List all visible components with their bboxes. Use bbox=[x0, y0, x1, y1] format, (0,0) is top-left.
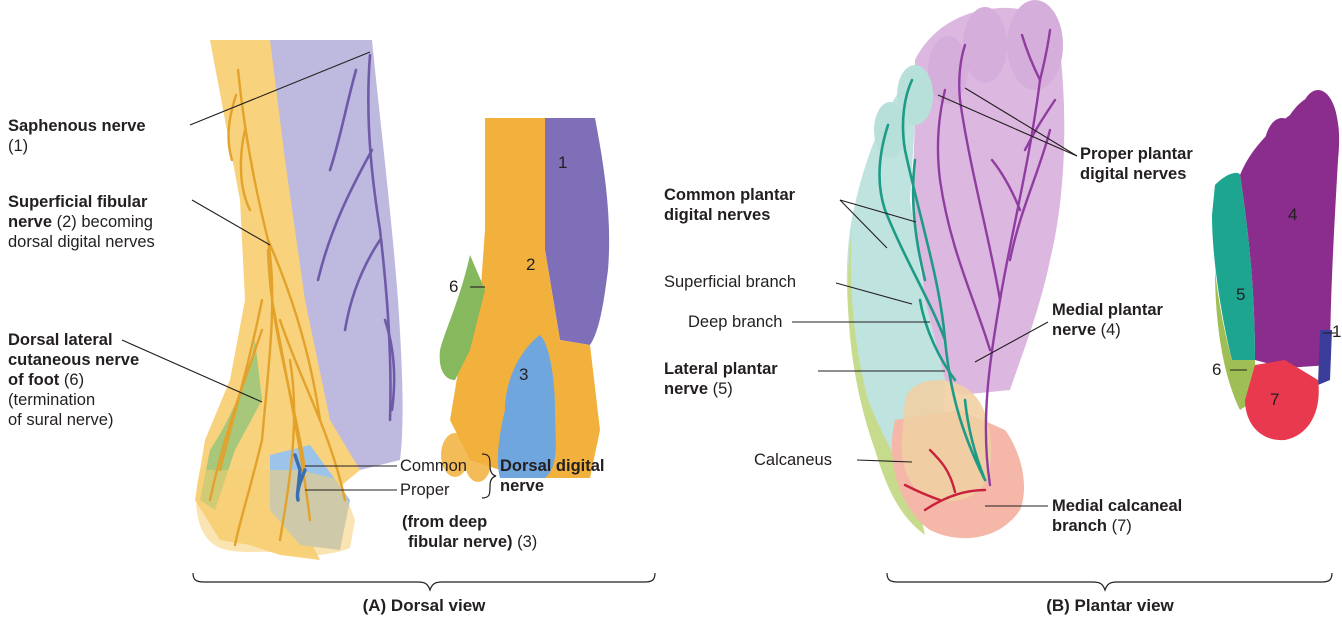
dorsal-map-num-6: 6 bbox=[449, 277, 458, 297]
dlc-title-3: of foot bbox=[8, 371, 59, 389]
medial-plantar-number: (4) bbox=[1101, 321, 1121, 339]
dlc-title-2: cutaneous nerve bbox=[8, 351, 139, 369]
ddn-title-2: nerve bbox=[500, 477, 544, 495]
lateral-plantar-title-1: Lateral plantar bbox=[664, 360, 778, 378]
dorsal-lateral-cutaneous-label: Dorsal lateral cutaneous nerve of foot (… bbox=[8, 330, 139, 430]
lateral-plantar-number: (5) bbox=[713, 380, 733, 398]
saphenous-nerve-label: Saphenous nerve (1) bbox=[8, 116, 146, 156]
deep-fibular-title-1: (from deep bbox=[402, 513, 487, 531]
saphenous-nerve-number: (1) bbox=[8, 137, 28, 155]
dlc-desc-2: of sural nerve) bbox=[8, 411, 113, 429]
common-label: Common bbox=[400, 456, 467, 476]
medial-calcaneal-title-2: branch bbox=[1052, 517, 1107, 535]
deep-fibular-number: (3) bbox=[517, 533, 537, 551]
dorsal-caption-brace bbox=[193, 573, 655, 590]
superficial-fibular-desc: dorsal digital nerves bbox=[8, 233, 155, 251]
dlc-title-1: Dorsal lateral bbox=[8, 331, 113, 349]
dorsal-map-num-2: 2 bbox=[526, 255, 535, 275]
dorsal-digital-nerve-label: Dorsal digital nerve bbox=[500, 456, 605, 496]
ddn-title-1: Dorsal digital bbox=[500, 457, 605, 475]
superficial-branch-label: Superficial branch bbox=[664, 272, 796, 292]
superficial-fibular-number: (2) becoming bbox=[57, 213, 153, 231]
proper-plantar-title-1: Proper plantar bbox=[1080, 145, 1193, 163]
plantar-map-num-6: 6 bbox=[1212, 360, 1221, 380]
plantar-map-7 bbox=[1245, 360, 1319, 440]
deep-branch-label: Deep branch bbox=[688, 312, 782, 332]
superficial-fibular-title-2: nerve bbox=[8, 213, 52, 231]
medial-calcaneal-title-1: Medial calcaneal bbox=[1052, 497, 1182, 515]
proper-label: Proper bbox=[400, 480, 450, 500]
lateral-plantar-label: Lateral plantar nerve (5) bbox=[664, 359, 778, 399]
common-plantar-title-1: Common plantar bbox=[664, 186, 795, 204]
plantar-map bbox=[1212, 90, 1339, 440]
dorsal-view-caption: (A) Dorsal view bbox=[324, 596, 524, 616]
medial-calcaneal-number: (7) bbox=[1112, 517, 1132, 535]
dorsal-map-num-1: 1 bbox=[558, 153, 567, 173]
plantar-map-num-5: 5 bbox=[1236, 285, 1245, 305]
dlc-desc-1: (termination bbox=[8, 391, 95, 409]
plantar-caption-brace bbox=[887, 573, 1332, 590]
plantar-map-1 bbox=[1318, 330, 1332, 385]
medial-plantar-title-2: nerve bbox=[1052, 321, 1096, 339]
plantar-view-caption: (B) Plantar view bbox=[1020, 596, 1200, 616]
medial-plantar-title-1: Medial plantar bbox=[1052, 301, 1163, 319]
proper-plantar-title-2: digital nerves bbox=[1080, 165, 1186, 183]
plantar-map-num-1: 1 bbox=[1332, 322, 1341, 342]
dlc-number: (6) bbox=[64, 371, 84, 389]
plantar-map-num-4: 4 bbox=[1288, 205, 1297, 225]
dorsal-map-num-3: 3 bbox=[519, 365, 528, 385]
dorsal-toes bbox=[196, 470, 355, 556]
common-plantar-digital-label: Common plantar digital nerves bbox=[664, 185, 795, 225]
superficial-fibular-title: Superficial fibular bbox=[8, 193, 147, 211]
proper-plantar-digital-label: Proper plantar digital nerves bbox=[1080, 144, 1193, 184]
deep-fibular-label: (from deep fibular nerve) (3) bbox=[402, 512, 537, 552]
saphenous-nerve-title: Saphenous nerve bbox=[8, 117, 146, 135]
lateral-plantar-title-2: nerve bbox=[664, 380, 708, 398]
common-plantar-title-2: digital nerves bbox=[664, 206, 770, 224]
plantar-foot bbox=[847, 0, 1064, 538]
medial-calcaneal-label: Medial calcaneal branch (7) bbox=[1052, 496, 1182, 536]
superficial-fibular-label: Superficial fibular nerve (2) becoming d… bbox=[8, 192, 155, 252]
deep-fibular-title-2: fibular nerve) bbox=[408, 533, 513, 551]
plantar-map-num-7: 7 bbox=[1270, 390, 1279, 410]
calcaneus-bone bbox=[902, 380, 991, 501]
medial-plantar-label: Medial plantar nerve (4) bbox=[1052, 300, 1163, 340]
dorsal-foot bbox=[195, 40, 403, 560]
dorsal-map bbox=[440, 118, 609, 482]
calcaneus-label: Calcaneus bbox=[754, 450, 832, 470]
